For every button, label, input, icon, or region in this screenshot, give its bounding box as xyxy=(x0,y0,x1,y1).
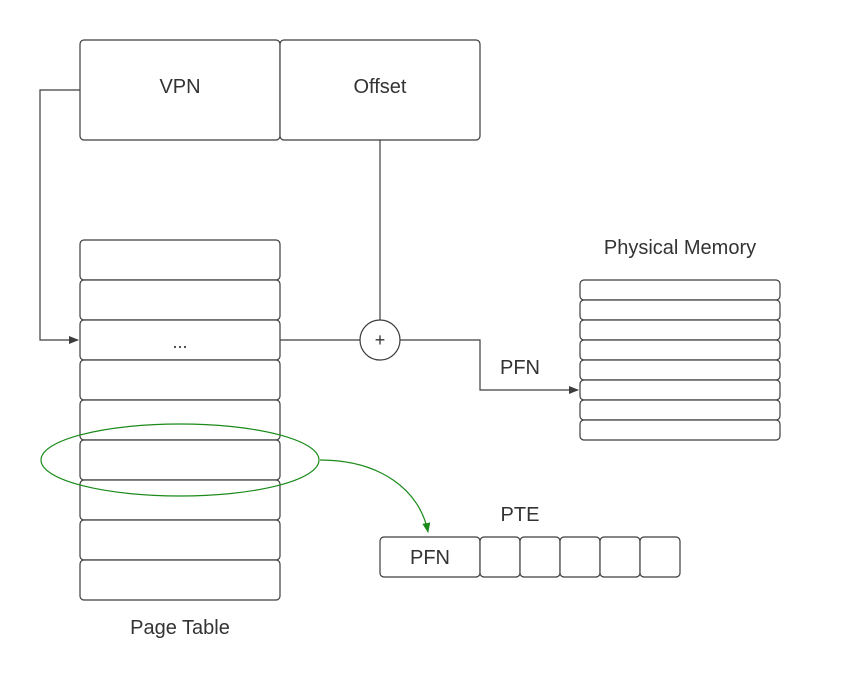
page-table-ellipsis: ... xyxy=(172,332,187,352)
page-table-row xyxy=(79,479,281,521)
page-table-row xyxy=(79,439,281,481)
adder: + xyxy=(359,319,401,361)
physical-memory-row xyxy=(579,359,781,381)
physical-memory-row xyxy=(579,299,781,321)
page-table-label: Page Table xyxy=(130,617,230,639)
physical-memory-row xyxy=(579,319,781,341)
pte-field xyxy=(519,536,561,578)
page-table-row xyxy=(79,239,281,281)
physical-memory-row xyxy=(579,399,781,421)
pte-field xyxy=(559,536,601,578)
physical-memory-label: Physical Memory xyxy=(604,237,756,259)
pte-field xyxy=(479,536,521,578)
highlight-arrow xyxy=(319,459,431,533)
page-table-row xyxy=(79,519,281,561)
virtual-address: VPN Offset xyxy=(79,39,481,141)
pte-field xyxy=(639,536,681,578)
page-table xyxy=(79,239,281,601)
pte-field xyxy=(599,536,641,578)
vpn-index-arrow xyxy=(39,89,80,344)
physical-memory-row xyxy=(579,339,781,361)
pte-pfn-label: PFN xyxy=(410,547,450,569)
page-table-row xyxy=(79,559,281,601)
physical-memory-row xyxy=(579,379,781,401)
physical-memory-row xyxy=(579,279,781,301)
pte-fields xyxy=(379,536,681,578)
highlighted-pte-ellipse xyxy=(40,423,320,497)
page-table-row xyxy=(79,359,281,401)
page-table-row xyxy=(79,399,281,441)
offset-label: Offset xyxy=(354,76,407,98)
physical-memory xyxy=(579,279,781,441)
page-table-row xyxy=(79,279,281,321)
pfn-arrow-label: PFN xyxy=(500,357,540,379)
physical-memory-row xyxy=(579,419,781,441)
pfn-arrow xyxy=(400,339,579,394)
vpn-label: VPN xyxy=(159,76,200,98)
pte-label: PTE xyxy=(501,504,540,526)
adder-symbol: + xyxy=(375,330,386,350)
